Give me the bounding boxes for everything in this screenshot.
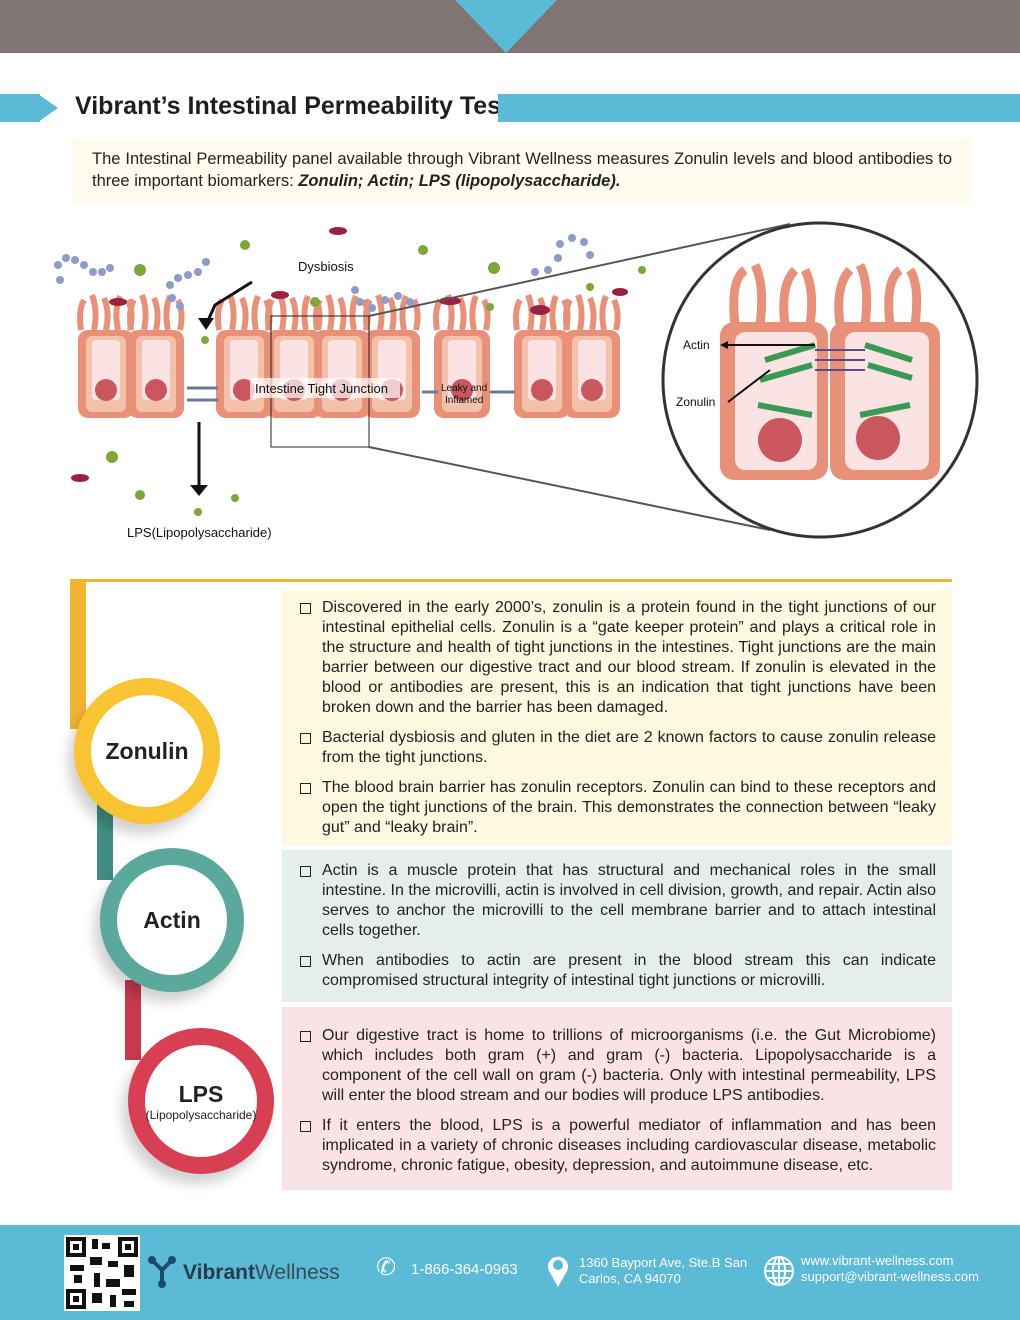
bacteria-green (106, 240, 646, 516)
footer: VibrantWellness ✆ 1-866-364-0963 1360 Ba… (0, 1225, 1020, 1320)
lps-label: LPS(Lipopolysaccharide) (127, 525, 272, 540)
bacteria-red (71, 227, 628, 482)
bullet: Actin is a muscle protein that has struc… (300, 861, 936, 941)
lps-subtitle: (Lipopolysaccharide) (145, 1107, 257, 1122)
dysbiosis-label: Dysbiosis (298, 259, 354, 274)
website-link[interactable]: www.vibrant-wellness.com (801, 1253, 954, 1268)
connector-lps (125, 980, 141, 1060)
bullet: When antibodies to actin are present in … (300, 951, 936, 991)
title-bar-left (0, 94, 40, 122)
lps-circle: LPS(Lipopolysaccharide) (128, 1028, 274, 1174)
location-pin-icon (548, 1256, 568, 1287)
globe-icon (764, 1256, 794, 1286)
vibrant-logo-icon (148, 1256, 176, 1288)
intro-biomarkers: Zonulin; Actin; LPS (lipopolysaccharide)… (298, 172, 621, 190)
page-title: Vibrant’s Intestinal Permeability Test (75, 92, 510, 120)
banner-triangle (455, 0, 557, 53)
intro-text: The Intestinal Permeability panel availa… (92, 150, 952, 190)
lps-title: LPS (178, 1080, 224, 1107)
bullet: Our digestive tract is home to trillions… (300, 1026, 936, 1106)
exchange-arrows (187, 386, 515, 402)
connector-actin (97, 800, 113, 880)
qr-code-icon[interactable] (64, 1235, 140, 1311)
actin-label: Actin (683, 338, 710, 352)
bullet: If it enters the blood, LPS is a powerfu… (300, 1116, 936, 1176)
zonulin-title: Zonulin (105, 737, 189, 764)
bullet: Discovered in the early 2000’s, zonulin … (300, 598, 936, 718)
actin-circle: Actin (100, 848, 244, 992)
zonulin-circle: Zonulin (74, 678, 220, 824)
leaky-label-2: Inflamed (445, 395, 483, 406)
tight-junction-label: Intestine Tight Junction (255, 381, 388, 396)
email-link[interactable]: support@vibrant-wellness.com (801, 1269, 979, 1284)
zonulin-label: Zonulin (676, 395, 715, 409)
intro-box: The Intestinal Permeability panel availa… (72, 138, 972, 205)
tight-junction-diagram: Intestine Tight Junction Dysbiosis Leaky… (54, 221, 979, 540)
bullet: The blood brain barrier has zonulin rece… (300, 778, 936, 838)
zoom-circle: Actin Zonulin (661, 221, 979, 539)
leaky-label-1: Leaky and (441, 383, 487, 394)
title-arrow-icon (38, 94, 58, 122)
lps-box: Our digestive tract is home to trillions… (282, 1007, 952, 1190)
zonulin-box: Discovered in the early 2000’s, zonulin … (282, 590, 952, 845)
section-top-line (70, 579, 952, 582)
bacteria-chains (54, 234, 594, 312)
brand-name: VibrantWellness (183, 1261, 340, 1284)
actin-title: Actin (143, 906, 201, 933)
phone-number[interactable]: 1-866-364-0963 (411, 1261, 518, 1278)
bullet: Bacterial dysbiosis and gluten in the di… (300, 728, 936, 768)
phone-icon: ✆ (376, 1254, 397, 1281)
connector-zonulin (70, 579, 86, 729)
title-bar-right (498, 94, 1020, 122)
actin-box: Actin is a muscle protein that has struc… (282, 850, 952, 1002)
